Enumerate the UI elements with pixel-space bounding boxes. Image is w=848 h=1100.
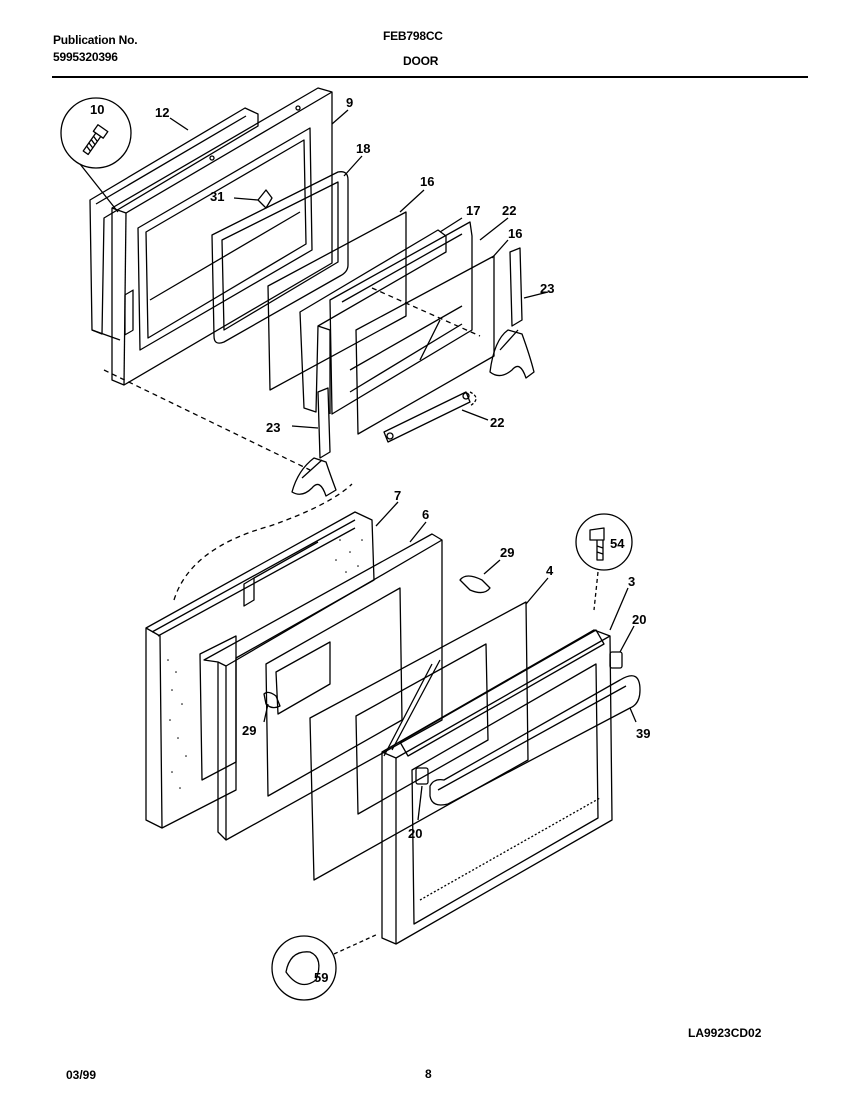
callout-20a: 20 <box>632 612 646 627</box>
endcap-lower-part <box>415 767 429 785</box>
publication-date: 03/99 <box>66 1068 97 1082</box>
callout-16a: 16 <box>420 174 434 189</box>
callout-23b: 23 <box>266 420 280 435</box>
insulation-part <box>145 511 375 829</box>
callout-9: 9 <box>346 95 353 110</box>
publication-number: 5995320396 <box>53 50 118 64</box>
hinge-left-part <box>291 387 337 497</box>
callout-12: 12 <box>155 105 169 120</box>
endcap-upper-part <box>609 651 623 669</box>
callout-22b: 22 <box>490 415 504 430</box>
drawing-code: LA9923CD02 <box>688 1026 762 1040</box>
window-frame-part <box>211 171 349 344</box>
door-liner-part <box>111 87 333 386</box>
door-glass-part <box>309 601 529 881</box>
publication-label: Publication No. <box>53 33 138 47</box>
bottom-bracket-part <box>383 391 477 443</box>
callout-23a: 23 <box>540 281 554 296</box>
callout-7: 7 <box>394 488 401 503</box>
callout-31: 31 <box>210 189 224 204</box>
callout-18: 18 <box>356 141 370 156</box>
handle-part <box>429 675 641 806</box>
callout-6: 6 <box>422 507 429 522</box>
inner-glass-part <box>267 211 407 391</box>
clip-31-part <box>257 189 273 209</box>
callout-29b: 29 <box>242 723 256 738</box>
callout-54: 54 <box>610 536 625 551</box>
cap-59-icon <box>271 933 379 1001</box>
callout-16b: 16 <box>508 226 522 241</box>
callout-39: 39 <box>636 726 650 741</box>
model-number: FEB798CC <box>383 29 443 43</box>
callout-20b: 20 <box>408 826 422 841</box>
callout-22a: 22 <box>502 203 516 218</box>
callout-17: 17 <box>466 203 480 218</box>
callout-3: 3 <box>628 574 635 589</box>
callout-29a: 29 <box>500 545 514 560</box>
glass-pack-part <box>329 221 473 415</box>
callout-59: 59 <box>314 970 328 985</box>
hinge-right-part <box>489 247 535 379</box>
callout-4: 4 <box>546 563 554 578</box>
header-divider <box>52 76 808 78</box>
door-gasket-part <box>89 107 259 341</box>
insulation-texture <box>167 539 363 789</box>
section-title: DOOR <box>403 54 439 68</box>
inner-panel-part <box>203 533 443 841</box>
screw-10-icon <box>60 97 132 213</box>
callout-10: 10 <box>90 102 104 117</box>
outer-glass-part <box>355 255 495 435</box>
page-number: 8 <box>425 1067 432 1081</box>
screw-54-icon <box>575 513 633 611</box>
plug-29-part <box>263 575 491 709</box>
outer-door-part <box>381 629 613 945</box>
